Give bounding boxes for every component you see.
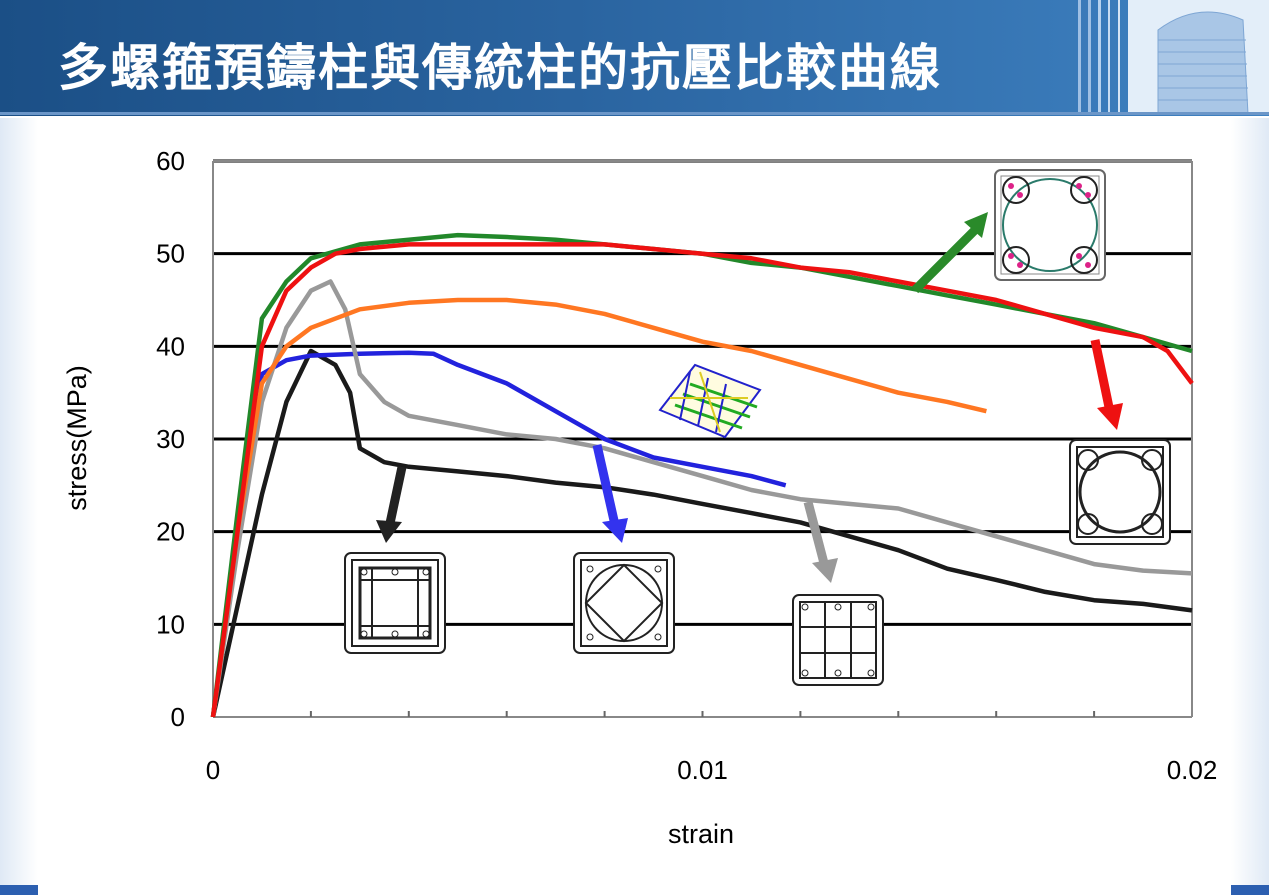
y-tick-label: 0 — [171, 702, 185, 732]
y-tick-label: 50 — [156, 239, 185, 269]
decorative-stripes — [1078, 0, 1120, 114]
arrow-gray-icon — [803, 500, 838, 583]
page-title: 多螺箍預鑄柱與傳統柱的抗壓比較曲線 — [58, 39, 942, 97]
series-line-3 — [210, 297, 987, 718]
section-diagram-orange-3d — [658, 363, 762, 439]
x-tick-label: 0.02 — [1167, 755, 1218, 785]
y-tick-label: 10 — [156, 609, 185, 639]
plot-frame — [212, 160, 1193, 718]
arrow-red-icon — [1090, 339, 1123, 430]
section-diagram-red — [1069, 439, 1171, 545]
series-line-5 — [210, 242, 1194, 718]
arrow-green-icon — [911, 212, 988, 294]
section-diagram-gray — [792, 594, 884, 686]
annotation-arrows — [376, 212, 1123, 583]
y-tick-label: 40 — [156, 331, 185, 361]
y-tick-label: 60 — [156, 146, 185, 176]
y-axis-label: stress(MPa) — [62, 365, 92, 511]
building-logo — [1128, 0, 1269, 114]
y-tick-label: 20 — [156, 517, 185, 547]
x-tick-label: 0.01 — [677, 755, 728, 785]
corner-accent-right — [1231, 885, 1269, 895]
series-line-2 — [210, 279, 1193, 718]
series-layer — [210, 232, 1194, 718]
y-tick-label: 30 — [156, 424, 185, 454]
section-diagram-black — [344, 552, 446, 654]
corner-accent-left — [0, 885, 38, 895]
title-underline — [0, 112, 1269, 115]
series-line-1 — [210, 350, 787, 718]
right-side-band — [1231, 118, 1269, 895]
section-diagram-blue — [573, 552, 675, 654]
section-diagram-green — [994, 169, 1106, 281]
x-axis-label: strain — [668, 819, 734, 849]
x-tick-labels: 0 0.01 0.02 — [206, 755, 1218, 785]
arrow-blue-icon — [592, 444, 628, 543]
title-bar: 多螺箍預鑄柱與傳統柱的抗壓比較曲線 — [0, 0, 1269, 116]
y-tick-labels: 0 10 20 30 40 50 60 — [156, 146, 185, 732]
left-side-band — [0, 118, 38, 895]
arrow-black-icon — [376, 466, 407, 543]
stress-strain-chart: 0 10 20 30 40 50 60 0 0.01 0.02 strain stress(MP… — [62, 146, 1218, 849]
x-tick-label: 0 — [206, 755, 220, 785]
